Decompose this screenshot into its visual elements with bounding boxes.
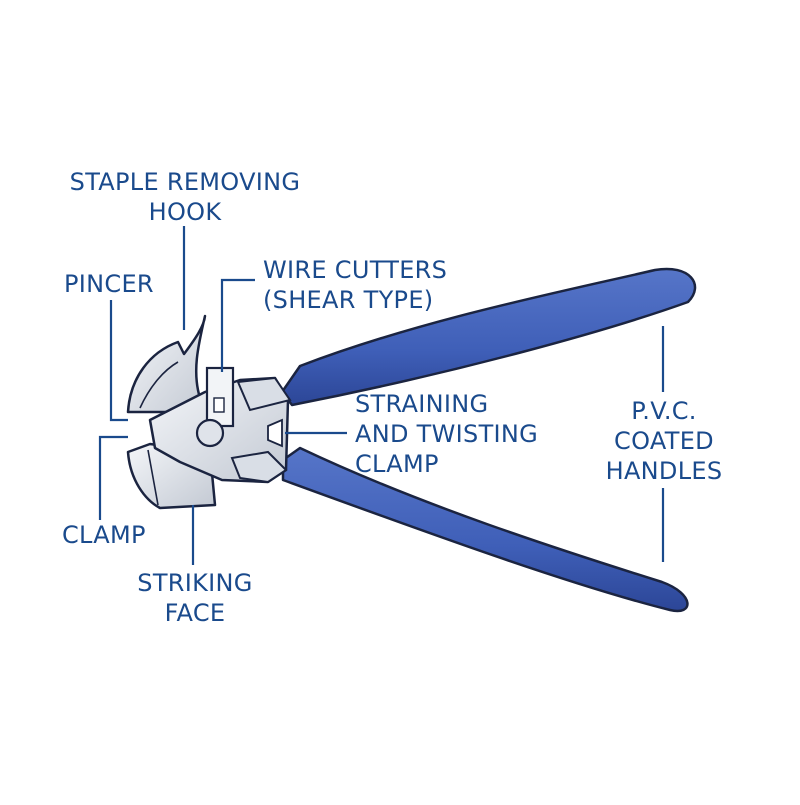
lower-handle (281, 446, 689, 613)
label-pvc-line1: P.V.C. (631, 397, 697, 425)
lower-collar (230, 450, 288, 484)
label-striking-line2: FACE (164, 599, 226, 627)
label-staple-hook: STAPLE REMOVING HOOK (40, 167, 330, 227)
label-clamp: CLAMP (62, 521, 146, 549)
label-straining-line3: CLAMP (355, 450, 439, 478)
leader-clamp (98, 435, 128, 520)
leader-wire-cutters (220, 278, 255, 372)
label-straining-line2: AND TWISTING (355, 420, 539, 448)
label-straining-clamp: STRAINING AND TWISTING CLAMP (355, 389, 538, 479)
label-striking-line1: STRIKING (137, 569, 253, 597)
pivot-rivet (195, 418, 225, 448)
striking-face-edge (147, 449, 159, 506)
pincer-jaw (126, 314, 212, 414)
upper-handle (280, 267, 697, 407)
label-pvc-handles: P.V.C. COATED HANDLES (596, 396, 732, 486)
wire-cutter-slot (213, 397, 225, 413)
label-straining-line1: STRAINING (355, 390, 489, 418)
straining-clamp-notch (267, 418, 283, 448)
label-staple-hook-line2: HOOK (148, 198, 222, 226)
wire-cutter-blade (205, 366, 235, 428)
leader-pincer (109, 300, 128, 422)
label-wire-cutters-line1: WIRE CUTTERS (263, 256, 448, 284)
label-wire-cutters-line2: (SHEAR TYPE) (263, 286, 434, 314)
pincer-ridge (139, 361, 179, 409)
label-wire-cutters: WIRE CUTTERS (SHEAR TYPE) (263, 255, 447, 315)
leader-lines (98, 226, 665, 565)
label-pincer: PINCER (64, 270, 154, 298)
label-pvc-line2: COATED (614, 427, 714, 455)
label-staple-hook-line1: STAPLE REMOVING (69, 168, 301, 196)
label-pvc-line3: HANDLES (605, 457, 723, 485)
label-striking-face: STRIKING FACE (120, 568, 270, 628)
upper-collar (236, 376, 292, 412)
